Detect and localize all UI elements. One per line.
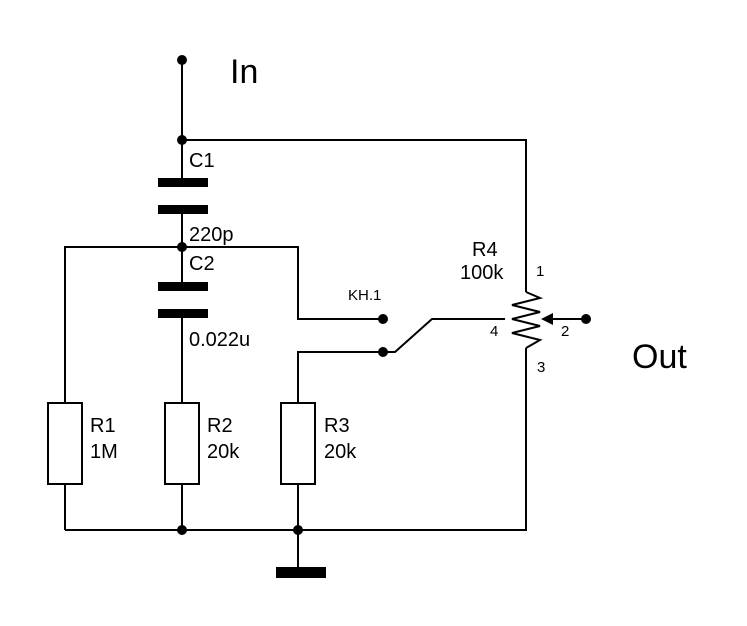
r4-pin-3-label: 3 [537, 359, 545, 376]
r4-pin-1-label: 1 [536, 263, 544, 280]
c1-value-label: 220p [189, 224, 234, 246]
r1-value-label: 1M [90, 441, 118, 463]
wires [64, 60, 586, 568]
r3-body [280, 402, 316, 485]
wire-node-to-r1 [64, 246, 182, 403]
r3-value-label: 20k [324, 441, 357, 463]
r1-body [47, 402, 83, 485]
switch-contact-upper [378, 314, 388, 324]
output-label: Out [632, 338, 687, 376]
c1-plate-bottom [158, 205, 208, 214]
r3-ref-label: R3 [324, 415, 350, 437]
r4-ref-label: R4 [472, 239, 498, 261]
c1-ref-label: C1 [189, 150, 215, 172]
switch-contact-lower [378, 347, 388, 357]
c2-plate-bottom [158, 309, 208, 318]
wire-r3-to-switch-contact [297, 351, 383, 403]
r4-value-label: 100k [460, 262, 504, 284]
ground-symbol [276, 567, 326, 578]
c2-value-label: 0.022u [189, 329, 250, 351]
r4-wiper-arrow [541, 313, 553, 325]
junction-c1-top [177, 135, 187, 145]
junction-c1-c2 [177, 242, 187, 252]
switch-ref-label: KH.1 [348, 287, 381, 304]
junction-ground-r3 [293, 525, 303, 535]
r4-zigzag [511, 291, 544, 349]
output-terminal [581, 314, 591, 324]
r2-body [164, 402, 200, 485]
r1-ref-label: R1 [90, 415, 116, 437]
switch-blade [383, 318, 505, 353]
junctions [177, 55, 591, 535]
c2-ref-label: C2 [189, 253, 215, 275]
r2-ref-label: R2 [207, 415, 233, 437]
r2-value-label: 20k [207, 441, 240, 463]
wire-node-to-switch-contact [182, 246, 383, 320]
wire-input-to-pot-top [182, 139, 527, 292]
input-label: In [230, 53, 258, 91]
r4-pin-2-label: 2 [561, 323, 569, 340]
junction-ground-r2 [177, 525, 187, 535]
wire-ground-bus [65, 348, 527, 531]
c2-plate-top [158, 282, 208, 291]
input-terminal [177, 55, 187, 65]
r4-pin-4-label: 4 [490, 323, 498, 340]
c1-plate-top [158, 178, 208, 187]
